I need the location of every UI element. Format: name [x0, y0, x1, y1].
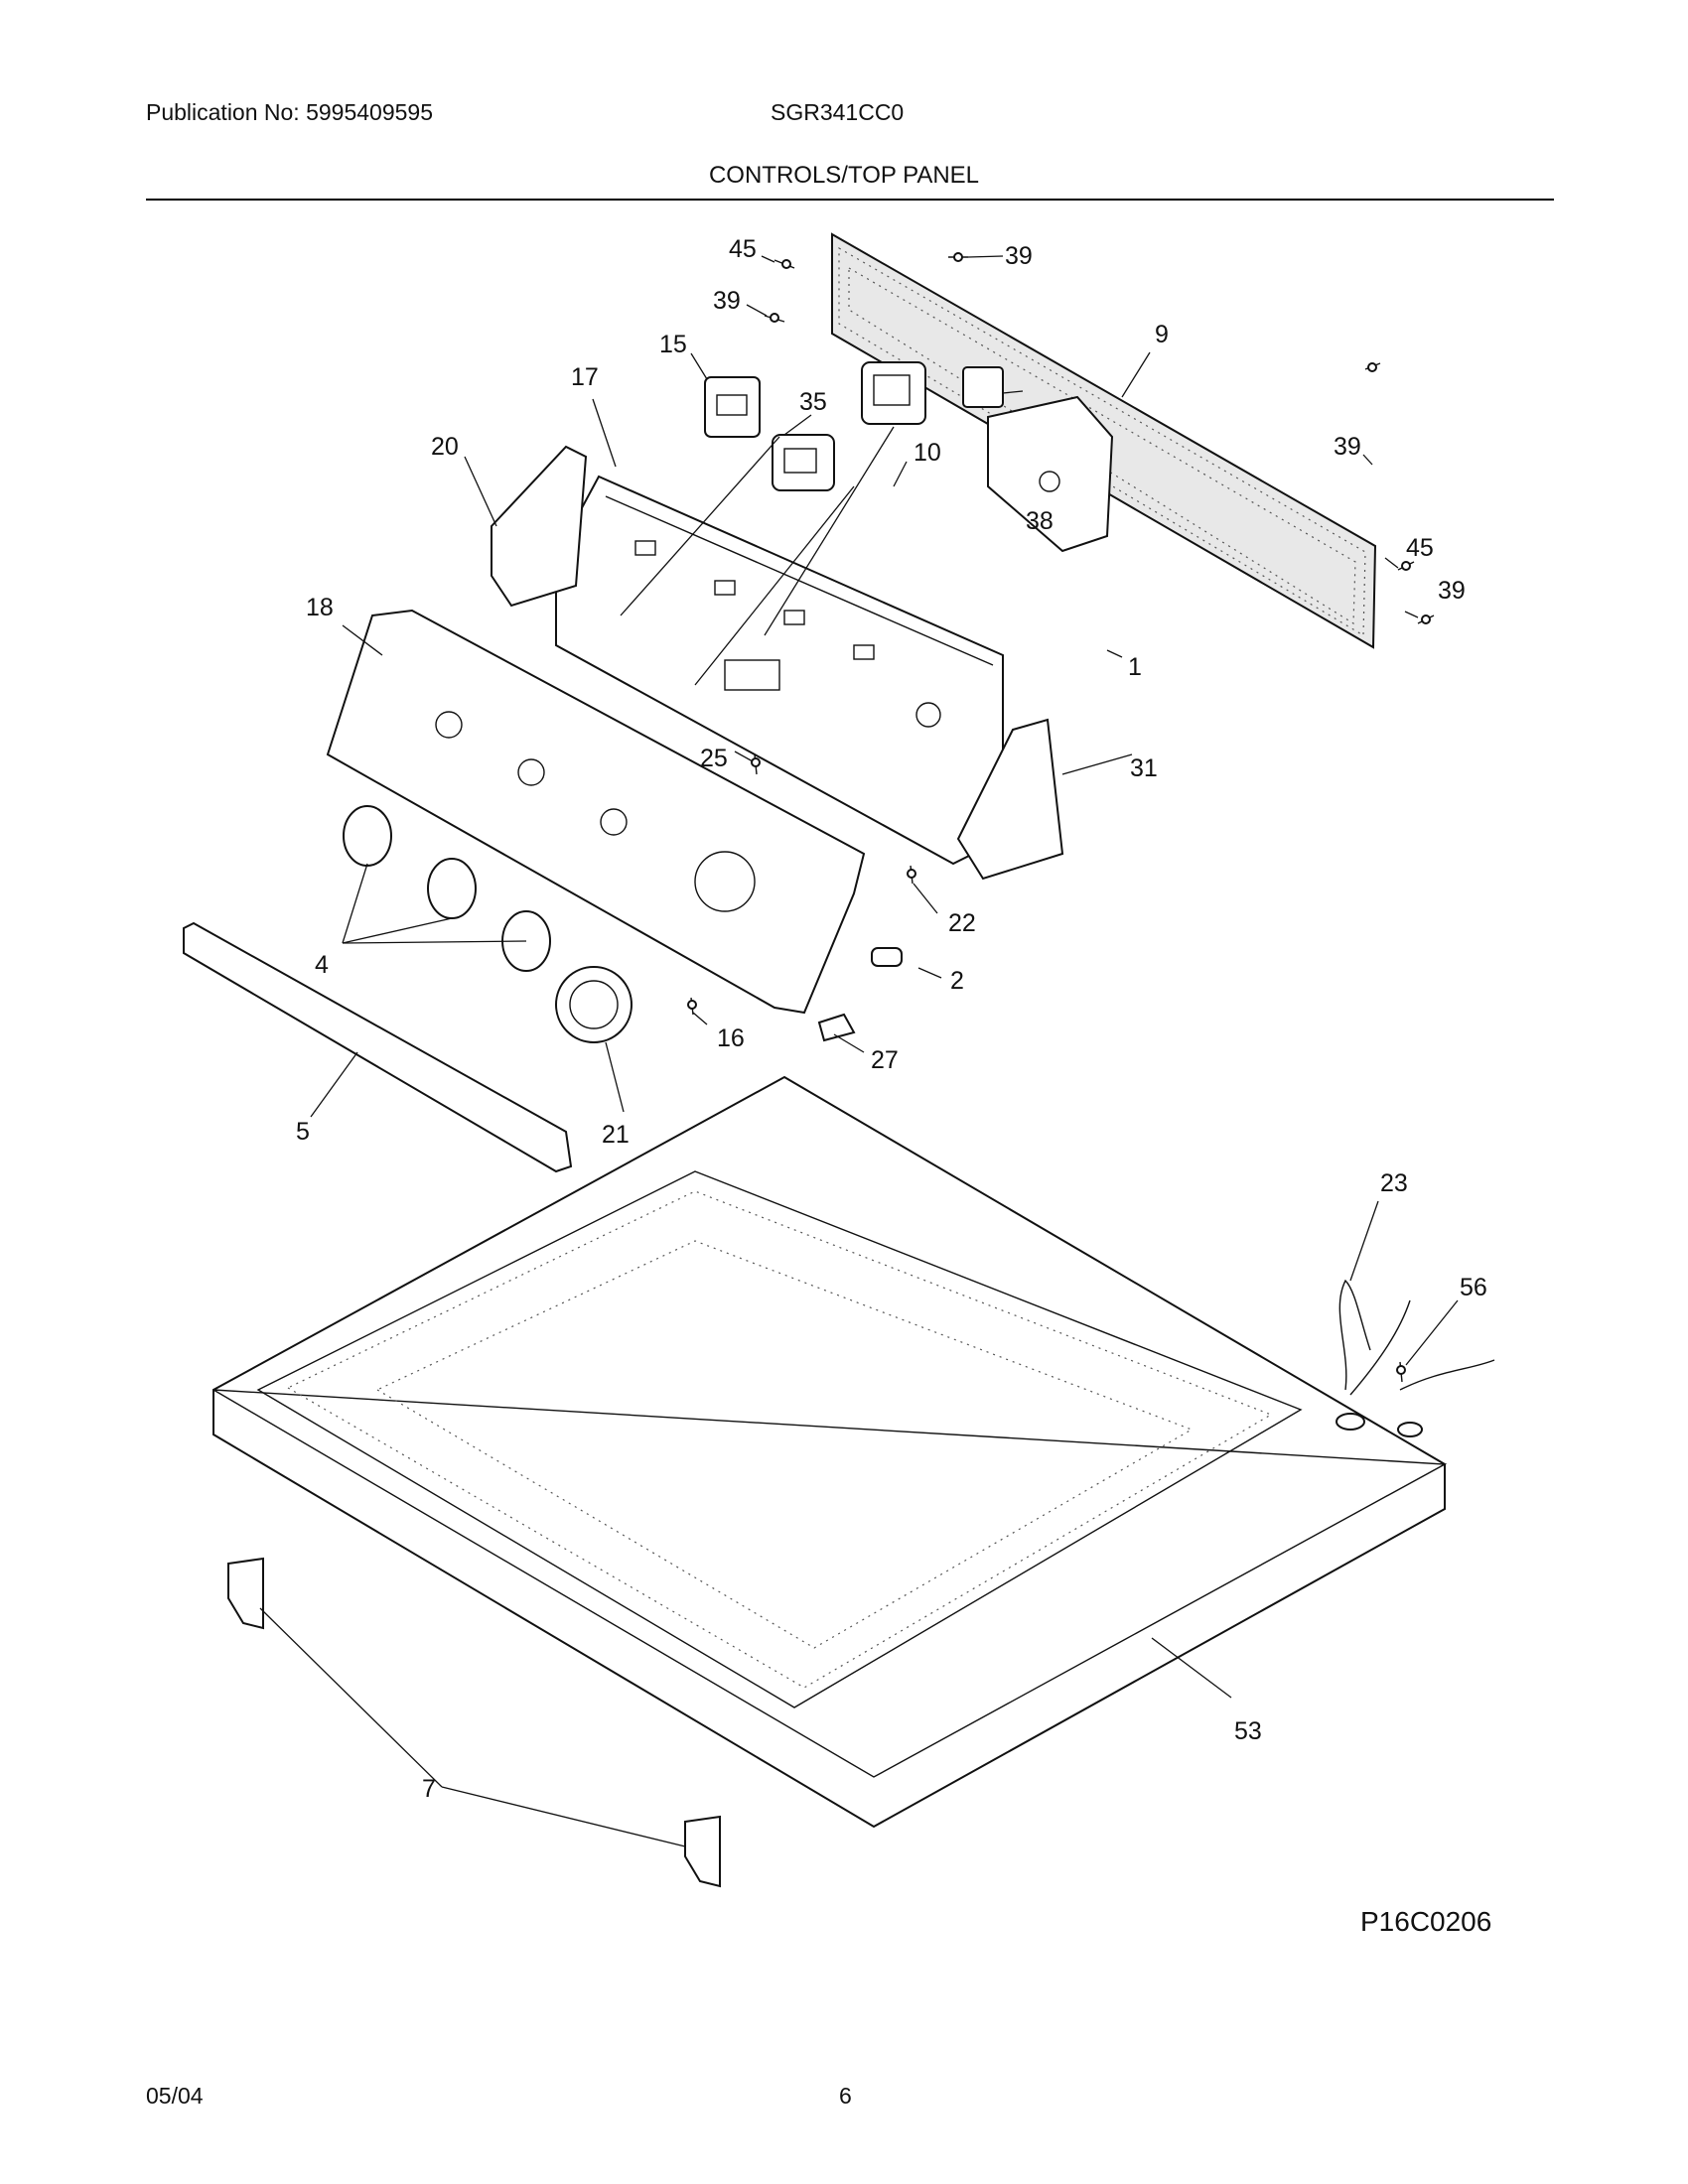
callout-23: 23: [1380, 1169, 1408, 1197]
publication-number: Publication No: 5995409595: [146, 99, 434, 125]
trim-strip-part: [183, 921, 573, 1173]
callout-4: 4: [315, 951, 329, 979]
lamp-part: [871, 947, 903, 967]
lamp-lens-part: [817, 1013, 856, 1042]
left-end-cap-part: [491, 445, 588, 608]
callout-16: 16: [717, 1024, 745, 1052]
console-overlay-part: [326, 609, 866, 1015]
hinge-bracket-parts: [227, 1557, 721, 1888]
callout-22: 22: [948, 909, 976, 937]
screws: [687, 252, 1435, 1383]
callout-21: 21: [602, 1121, 630, 1149]
right-end-cap-part: [956, 718, 1064, 881]
callout-35: 35: [799, 388, 827, 416]
callout-17: 17: [571, 363, 599, 391]
header-rule: [146, 199, 1554, 201]
callout-39d: 39: [1438, 577, 1466, 605]
model-number: SGR341CC0: [771, 99, 905, 125]
callout-39b: 39: [713, 287, 741, 315]
leader-lines: [259, 255, 1459, 1847]
callout-39c: 39: [1334, 433, 1361, 461]
bracket-part: [987, 395, 1114, 553]
callout-25: 25: [700, 745, 728, 772]
start-knob-part: [555, 966, 633, 1043]
callout-20: 20: [431, 433, 459, 461]
callout-18: 18: [306, 594, 334, 621]
callout-39a: 39: [1005, 242, 1033, 270]
wire-harness-part: [1336, 1279, 1495, 1437]
timer-part: [704, 376, 761, 438]
switch-part: [772, 434, 835, 491]
footer-date: 05/04: [146, 2083, 204, 2109]
callout-53: 53: [1234, 1717, 1262, 1745]
top-panel-part: [212, 1075, 1448, 1829]
diagram-code: P16C0206: [1360, 1906, 1492, 1937]
callout-7: 7: [422, 1775, 436, 1803]
callout-31: 31: [1130, 754, 1158, 782]
callout-45b: 45: [1406, 534, 1434, 562]
callout-10: 10: [914, 439, 941, 467]
callout-56: 56: [1460, 1274, 1487, 1301]
callout-45a: 45: [729, 235, 757, 263]
knob-parts: [343, 805, 551, 972]
buzzer-part: [962, 366, 1004, 408]
selector-switch-part: [861, 361, 926, 425]
callout-2: 2: [950, 967, 964, 995]
section-title: CONTROLS/TOP PANEL: [708, 162, 980, 189]
callout-27: 27: [871, 1046, 899, 1074]
page-number: 6: [839, 2083, 852, 2109]
callout-1: 1: [1128, 653, 1142, 681]
callout-15: 15: [659, 331, 687, 358]
callout-9: 9: [1155, 321, 1169, 348]
callout-38: 38: [1026, 507, 1054, 535]
callout-5: 5: [296, 1118, 310, 1146]
